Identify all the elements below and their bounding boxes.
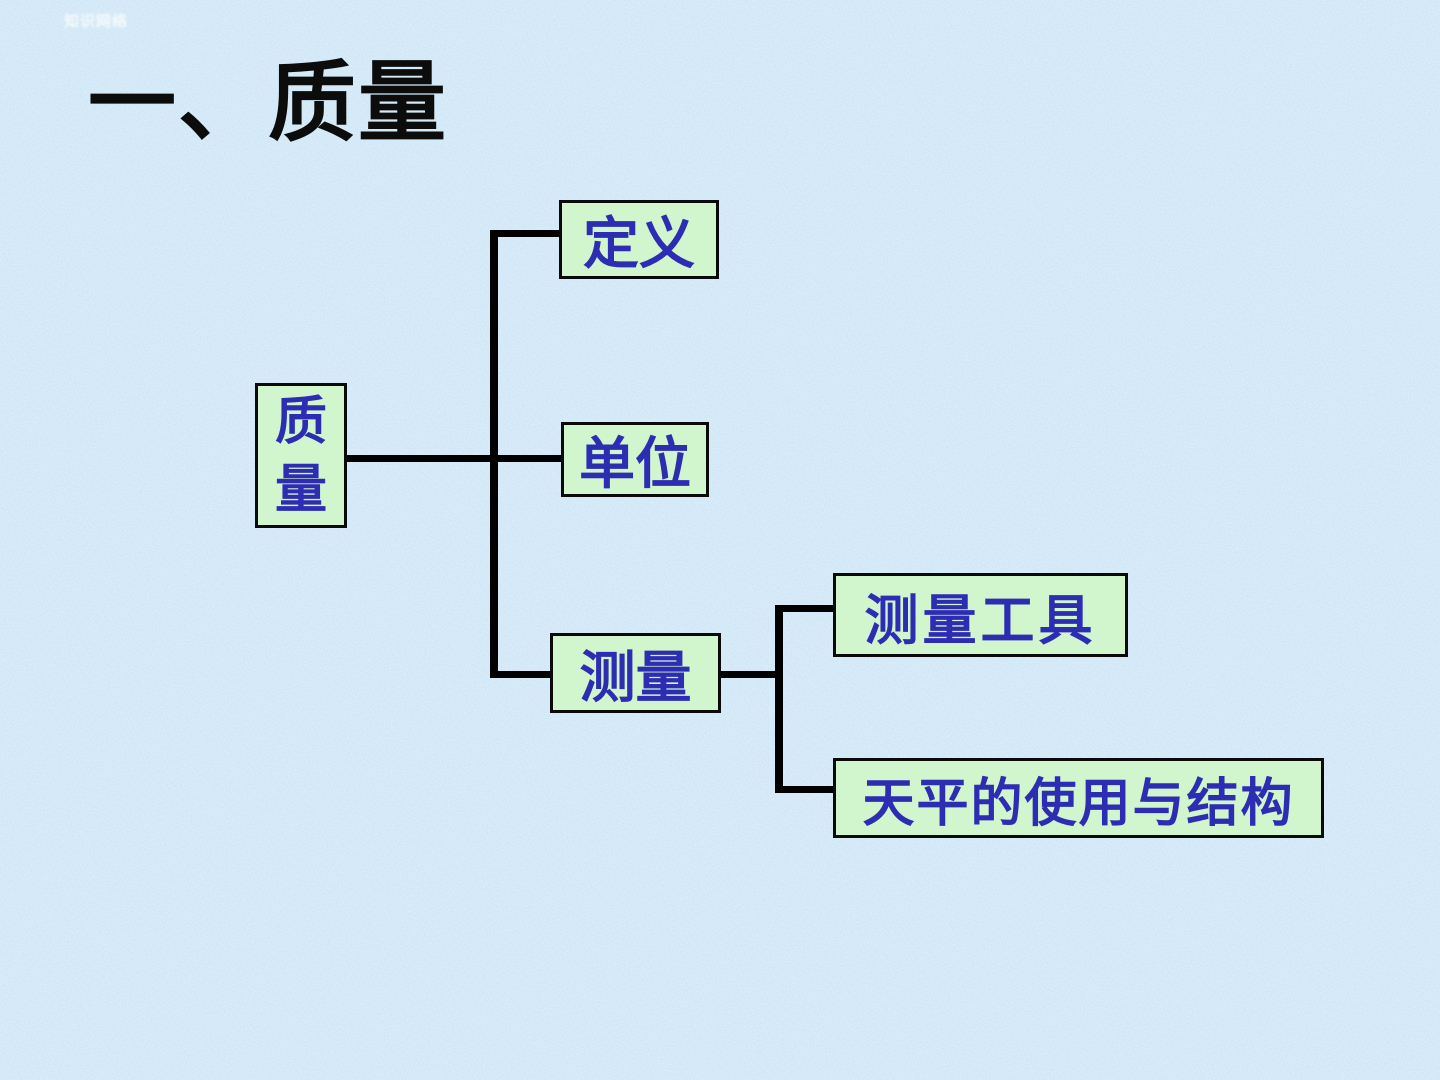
node-celiang-gongju: 测量工具	[833, 573, 1128, 657]
slide-title: 一、质量	[88, 51, 449, 154]
watermark: 知识网络	[64, 13, 129, 30]
node-tianping-shiyong-jiegou: 天平的使用与结构	[833, 758, 1324, 838]
connector-celiang-out	[720, 671, 782, 678]
connector-right-trunk	[775, 605, 783, 793]
connector-main-trunk	[490, 230, 498, 678]
node-celiang: 测量	[550, 633, 721, 713]
node-dingyi: 定义	[559, 200, 719, 279]
node-zhiliang: 质量	[255, 383, 347, 528]
connector-to-dingyi	[494, 230, 560, 237]
connector-root-to-trunk	[346, 455, 562, 462]
connector-to-tools	[779, 605, 834, 612]
connector-to-tianping	[779, 786, 834, 793]
connector-to-celiang	[490, 671, 551, 678]
node-danwei: 单位	[561, 422, 709, 497]
